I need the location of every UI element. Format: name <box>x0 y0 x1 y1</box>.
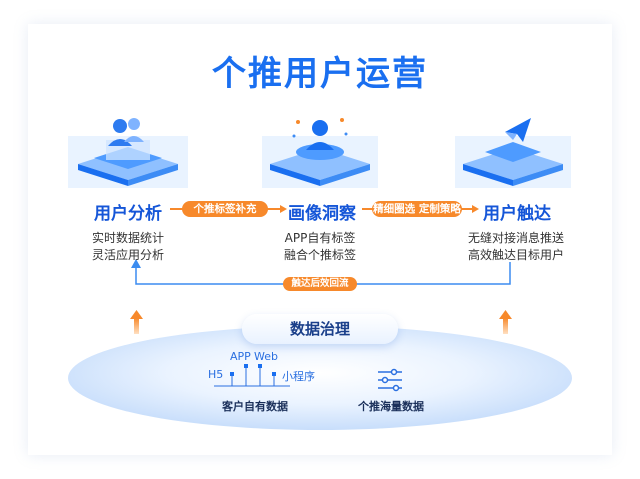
up-arrow-right-head <box>499 310 512 319</box>
connector-label-strategy: 精细圈选 定制策略 <box>372 201 462 217</box>
stage-name-reach: 用户触达 <box>483 204 551 224</box>
stage-name-analysis: 用户分析 <box>94 204 162 224</box>
governance-title: 数据治理 <box>242 314 398 344</box>
up-arrow-left-head <box>130 310 143 319</box>
feedback-arrow-head <box>131 259 141 268</box>
arrow-head-2 <box>472 205 479 213</box>
connector-label-tags: 个推标签补充 <box>182 201 268 217</box>
feedback-label: 触达后效回流 <box>283 277 357 291</box>
up-arrow-right-shaft <box>503 318 508 334</box>
up-arrow-left-shaft <box>134 318 139 334</box>
source-h5: H5 <box>208 368 224 381</box>
stage-desc-analysis: 实时数据统计 灵活应用分析 <box>91 231 164 262</box>
sliders-icon <box>378 368 402 392</box>
page-title: 个推用户运营 <box>212 54 428 94</box>
own-data-title: 客户自有数据 <box>222 400 288 413</box>
data-source-tree <box>214 364 290 387</box>
stage-desc-insight: APP自有标签 融合个推标签 <box>283 231 356 262</box>
send-icon <box>455 118 571 188</box>
getui-data-title: 个推海量数据 <box>358 400 424 413</box>
arrow-head-1 <box>280 205 287 213</box>
person-icon <box>262 118 378 188</box>
source-app: APP <box>230 350 251 363</box>
governance-ellipse <box>68 326 572 430</box>
source-miniprogram: 小程序 <box>282 370 315 383</box>
stage-desc-reach: 无缝对接消息推送 高效触达目标用户 <box>467 231 564 262</box>
stage-name-insight: 画像洞察 <box>288 204 356 224</box>
people-icon <box>68 118 188 188</box>
source-web: Web <box>254 350 278 363</box>
